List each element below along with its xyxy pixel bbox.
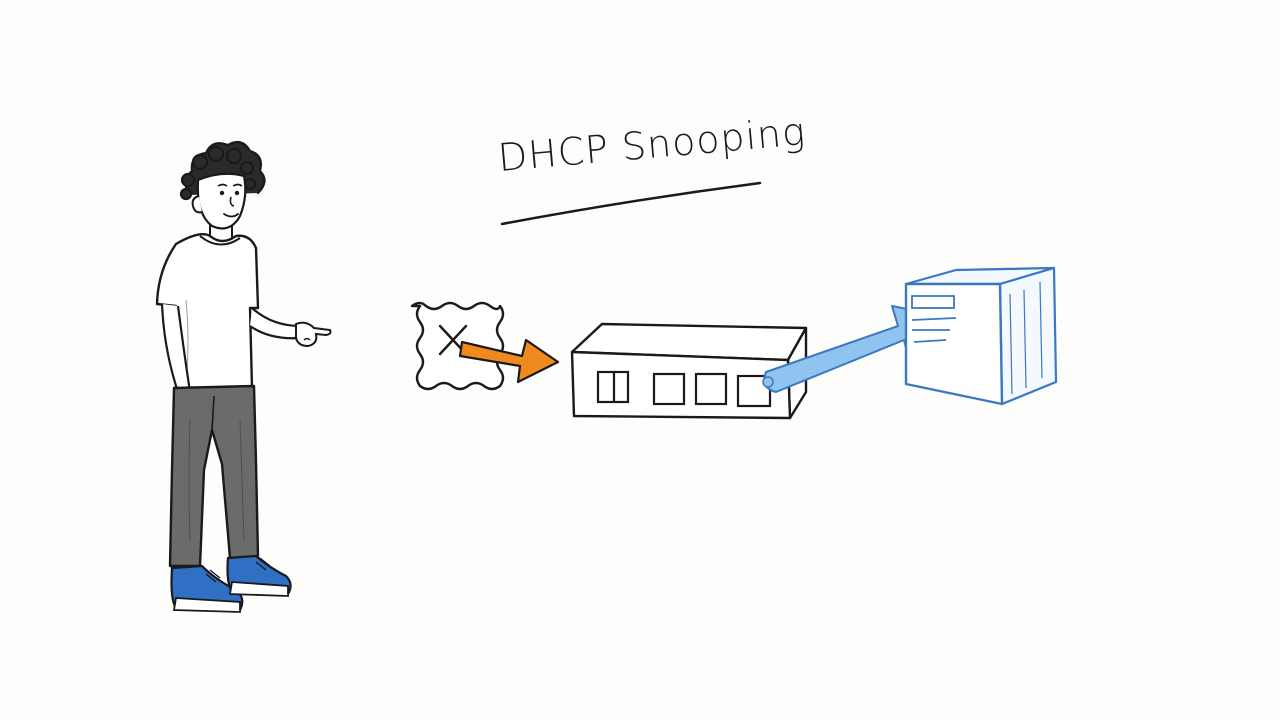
server-icon	[904, 266, 1058, 406]
blocked-packet-icon	[410, 301, 505, 391]
server-drive-slot	[911, 295, 955, 309]
person-pointing-icon	[155, 140, 332, 613]
switch-port	[694, 372, 728, 406]
rogue-dhcp-arrow	[458, 338, 560, 384]
switch-port	[652, 372, 686, 406]
title-underline	[500, 181, 762, 226]
